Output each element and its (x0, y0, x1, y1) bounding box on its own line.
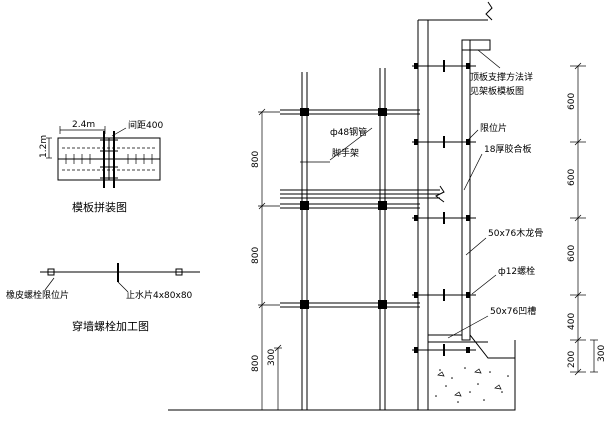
callout-groove: 50x76凹槽 (490, 305, 536, 317)
dim-right-1: 600 (567, 93, 577, 110)
panel-title: 模板拼装图 (72, 200, 127, 214)
concrete-hatch (435, 367, 509, 403)
callout-scaffold: 脚手架 (332, 147, 359, 159)
dim-right-6: 300 (597, 345, 607, 362)
bolt-detail: 橡皮螺栓限位片 止水片4x80x80 穿墙螺栓加工图 (6, 263, 200, 333)
spacing-label: 间距400 (128, 119, 163, 131)
bolt-title: 穿墙螺栓加工图 (72, 319, 149, 333)
callout-top-support-1: 顶板支撑方法详 (470, 71, 533, 83)
formwork-assembly-detail: 2.4m 间距400 1.2m 模板拼装图 (39, 119, 163, 214)
bolt-label-left: 橡皮螺栓限位片 (6, 289, 69, 301)
dims-right: 600 600 600 400 200 300 (567, 62, 607, 376)
dim-right-4: 400 (567, 313, 577, 330)
scaffold-ledgers (280, 108, 440, 309)
dim-left-1: 800 (251, 151, 261, 168)
callout-stop-plate: 限位片 (480, 122, 507, 134)
bolt-label-right: 止水片4x80x80 (126, 289, 193, 301)
panel-height-label: 1.2m (39, 135, 49, 158)
main-section (168, 1, 516, 411)
dim-right-5: 200 (567, 351, 577, 368)
callout-bolt: ф12螺栓 (498, 265, 535, 277)
panel-width-label: 2.4m (72, 120, 95, 130)
dim-left-2: 800 (251, 247, 261, 264)
callout-plywood: 18厚胶合板 (484, 143, 531, 155)
dims-left: 800 800 800 300 (251, 108, 282, 411)
dim-left-3: 800 (251, 355, 261, 372)
callout-top-support-2: 见架板模板图 (470, 85, 524, 97)
callouts: 顶板支撑方法详 见架板模板图 ф48钢管 脚手架 限位片 18厚胶合板 50x7… (300, 49, 543, 339)
dim-left-4: 300 (267, 349, 277, 366)
callout-wood-keel: 50x76木龙骨 (488, 227, 543, 239)
callout-steel-pipe: ф48钢管 (330, 126, 367, 138)
dim-right-2: 600 (567, 169, 577, 186)
dim-right-3: 600 (567, 245, 577, 262)
through-bolts (412, 60, 476, 356)
